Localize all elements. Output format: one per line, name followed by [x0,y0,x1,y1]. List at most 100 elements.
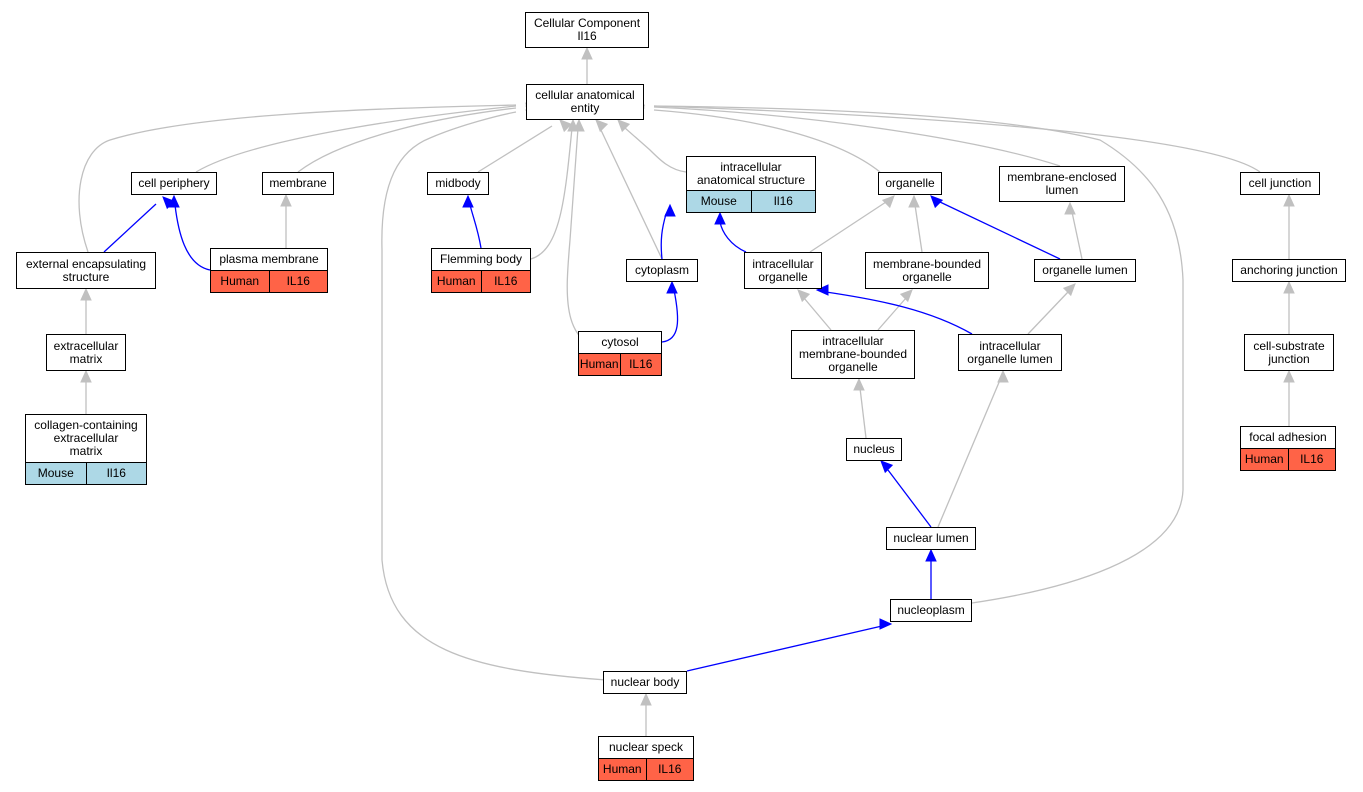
term-label: cell periphery [132,173,216,194]
term-label-line: extracellular [53,338,119,353]
term-label: nuclear lumen [887,528,975,549]
arrowhead-15 [881,195,895,209]
go-term-aj[interactable]: anchoring junction [1232,259,1346,282]
annotation-species: Mouse [700,194,737,208]
is-a-edge-4 [78,104,517,253]
term-label-line: Il16 [577,29,597,43]
arrowhead-38 [925,548,937,562]
part-of-edge-30 [174,204,211,271]
is-a-edge-20 [803,297,832,331]
go-term-nl[interactable]: nuclear lumen [886,527,976,550]
annotation-species: Human [602,762,642,776]
is-a-edge-13 [653,105,1184,604]
term-label-line: cell junction [1248,176,1312,190]
annotation-gene: Il16 [750,191,816,212]
term-label-line: entity [570,101,600,115]
term-label-line: intracellular [752,256,814,271]
go-term-cell-periphery[interactable]: cell periphery [131,172,217,195]
part-of-edge-33 [719,221,747,253]
term-label-line: structure [62,269,110,284]
go-term-membrane[interactable]: membrane [262,172,334,195]
term-label: nucleoplasm [891,600,971,621]
term-label-line: midbody [435,176,481,190]
is-a-edge-12 [653,105,1261,173]
term-label-line: cytoplasm [634,263,690,277]
term-label-line: cell-substrate [1253,338,1325,353]
term-label-line: organelle [885,176,935,190]
is-a-edge-16 [914,204,923,253]
term-label-line: Flemming body [439,252,523,266]
term-label: nuclear speck [599,737,693,758]
arrowhead-17 [1064,201,1076,215]
is-a-edge-2 [297,107,517,173]
go-term-midbody[interactable]: midbody [427,172,489,195]
annotation-gene: IL16 [619,354,662,375]
term-label-line: cytosol [601,335,639,349]
term-label-line: matrix [69,351,103,366]
part-of-edge-29 [103,203,157,253]
go-term-cytoplasm[interactable]: cytoplasm [626,259,698,282]
is-a-edge-23 [859,387,867,439]
go-term-organelle[interactable]: organelle [878,172,942,195]
term-label-line: external encapsulating [25,256,147,271]
is-a-edge-24 [937,379,1001,528]
term-label-line: intracellular [979,338,1041,353]
is-a-edge-7 [599,127,663,260]
term-label-line: organelle [758,269,808,284]
go-term-nucleus[interactable]: nucleus [846,438,902,461]
go-term-ol[interactable]: organelle lumen [1034,259,1136,282]
term-label-line: nucleoplasm [897,603,965,617]
term-label-line: intracellular [822,334,884,348]
arrowhead-27 [1283,369,1295,383]
term-label-line: nuclear speck [608,740,684,754]
term-label-line: organelle [828,360,878,374]
is-a-edge-3 [477,125,553,173]
annotation-species: Human [1244,452,1284,466]
part-of-edge-39 [686,625,883,672]
arrowhead-19 [80,369,92,383]
go-term-cell-junction[interactable]: cell junction [1240,172,1320,195]
part-of-edge-35 [661,289,679,343]
go-term-np[interactable]: nucleoplasm [890,599,972,622]
term-label-line: anchoring junction [1240,263,1338,277]
term-label-line: nuclear lumen [893,531,969,545]
arrowhead-36 [815,284,829,296]
arrowhead-30 [168,194,180,208]
arrowhead-28 [640,692,652,706]
term-label: anchoring junction [1233,260,1345,281]
annotation-gene: IL16 [268,271,328,292]
term-label-line: nuclear body [610,675,680,689]
is-a-edge-17 [1071,211,1083,260]
is-a-edge-1 [195,105,517,173]
go-term-nb[interactable]: nuclear body [603,671,687,694]
arrowhead-8 [617,119,631,133]
arrowhead-3 [559,119,573,133]
